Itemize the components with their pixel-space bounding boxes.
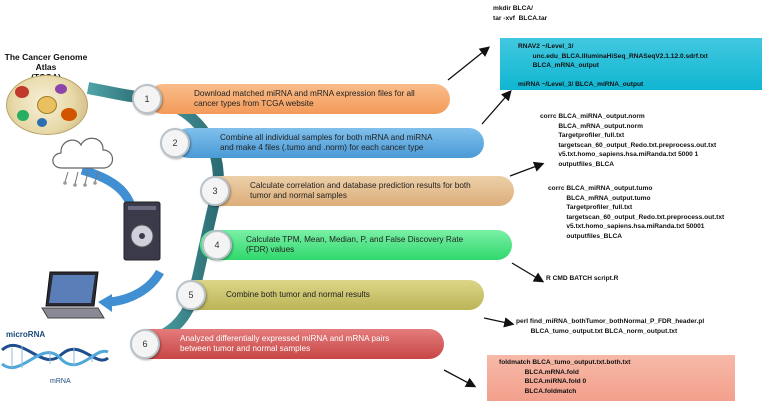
arrow-step6 — [443, 369, 477, 388]
command-foldmatch: foldmatch BLCA_tumo_output.txt.both.txt … — [499, 359, 631, 395]
step-4-text-line2: (FDR) values — [246, 245, 295, 254]
step-4-text-line1: Calculate TPM, Mean, Median, P, and Fals… — [246, 235, 464, 244]
step-5-circle: 5 — [176, 280, 206, 310]
command-foldmatch-box: foldmatch BLCA_tumo_output.txt.both.txt … — [487, 355, 735, 401]
command-rnav2-box: RNAV2 ~/Level_3/ unc.edu_BLCA.IlluminaHi… — [500, 38, 762, 90]
command-rcmd: R CMD BATCH script.R — [546, 275, 619, 282]
step-3-circle: 3 — [200, 176, 230, 206]
step-1-text-line2: cancer types from TCGA website — [194, 99, 314, 108]
arrow-step3 — [509, 161, 545, 177]
command-perl: perl find_miRNA_bothTumor_bothNormal_P_F… — [516, 318, 705, 335]
command-corrc-tumo: corrc BLCA_miRNA_output.tumo BLCA_mRNA_o… — [548, 185, 725, 240]
step-1-text-line1: Download matched miRNA and mRNA expressi… — [194, 89, 415, 98]
server-icon — [123, 201, 161, 261]
tcga-title-line1: The Cancer Genome Atlas — [4, 52, 88, 72]
step-6-text-line2: between tumor and normal samples — [180, 344, 311, 353]
step-2-text-line2: and make 4 files (.tumo and .norm) for e… — [220, 143, 424, 152]
step-3-text-line1: Calculate correlation and database predi… — [250, 181, 471, 190]
arrow-step5 — [483, 317, 515, 328]
laptop-icon — [41, 271, 105, 319]
arrow-step2 — [481, 90, 512, 125]
arrow-step4 — [511, 262, 545, 283]
cloud-icon — [52, 137, 114, 187]
step-3-box: Calculate correlation and database predi… — [204, 176, 514, 206]
step-4-box: Calculate TPM, Mean, Median, P, and Fals… — [200, 230, 512, 260]
step-2-box: Combine all individual samples for both … — [174, 128, 484, 158]
arrow-step1 — [447, 46, 491, 81]
command-download: mkdir BLCA/ tar -xvf BLCA.tar — [493, 5, 548, 22]
step-2-circle: 2 — [160, 128, 190, 158]
step-5-box: Combine both tumor and normal results — [180, 280, 484, 310]
step-6-circle: 6 — [130, 329, 160, 359]
step-2-text-line1: Combine all individual samples for both … — [220, 133, 433, 142]
command-corrc-norm: corrc BLCA_miRNA_output.norm BLCA_mRNA_o… — [540, 113, 717, 168]
step-4-circle: 4 — [202, 230, 232, 260]
step-6-text-line1: Analyzed differentially expressed miRNA … — [180, 334, 390, 343]
dna-label-microrna: microRNA — [6, 330, 46, 339]
dna-helix-icon — [0, 343, 109, 370]
command-rnav2: RNAV2 ~/Level_3/ unc.edu_BLCA.IlluminaHi… — [518, 43, 708, 88]
step-3-text-line2: tumor and normal samples — [250, 191, 347, 200]
server-to-laptop-arrow — [109, 269, 164, 307]
tcga-globe-logo — [6, 75, 88, 135]
step-6-box: Analyzed differentially expressed miRNA … — [134, 329, 444, 359]
step-1-box: Download matched miRNA and mRNA expressi… — [148, 84, 450, 114]
step-1-circle: 1 — [132, 84, 162, 114]
dna-label-mrna: mRNA — [50, 378, 71, 385]
step-5-text-line1: Combine both tumor and normal results — [226, 290, 370, 299]
